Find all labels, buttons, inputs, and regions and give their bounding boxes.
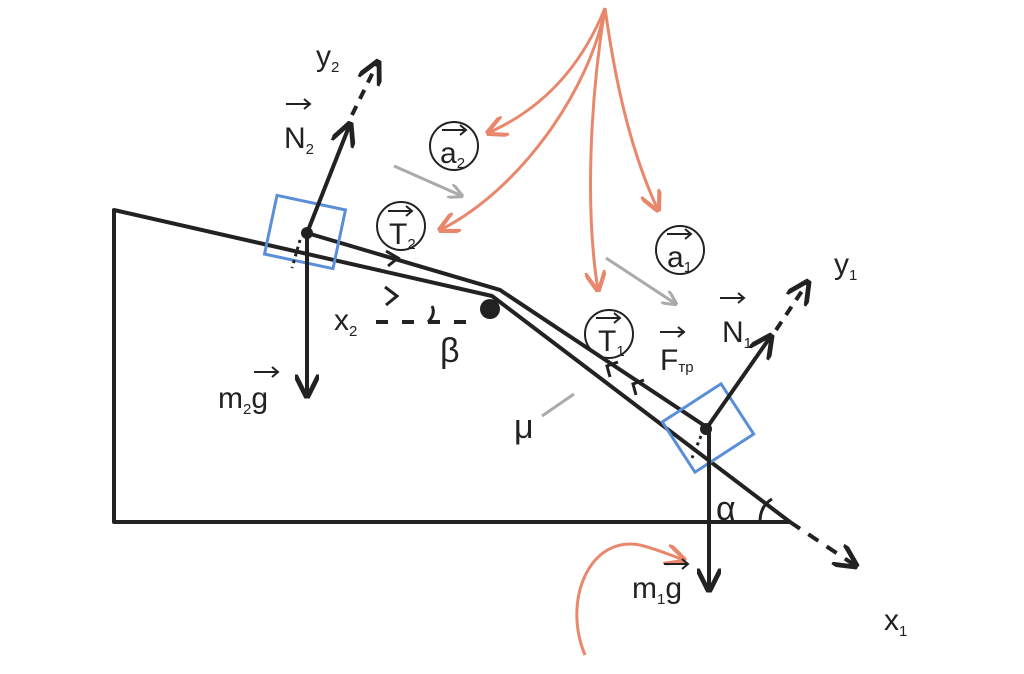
a1-label-circle	[655, 225, 705, 275]
incline	[112, 208, 792, 524]
alpha-angle-arc	[758, 497, 773, 523]
rope-direction-arrow-lower	[384, 285, 400, 307]
annotation-arrow-to-m1g	[575, 542, 684, 656]
t2-overbar	[388, 205, 414, 217]
a1-overbar	[667, 228, 693, 240]
axis-y2-dashed	[350, 62, 378, 116]
m2g-label: m2g	[218, 382, 268, 418]
acceleration-2-arrow	[393, 164, 462, 196]
block-1	[660, 381, 756, 475]
annotation-arrow-to-t1	[591, 7, 605, 290]
a1-label: a1	[667, 241, 692, 276]
m1g-overbar	[664, 558, 690, 570]
ftr-label: Fтр	[660, 344, 694, 377]
t1-overbar	[596, 312, 622, 324]
axis-x1-dashed	[788, 520, 856, 566]
normal-force-2-arrow	[305, 124, 350, 234]
a2-label-circle	[429, 121, 479, 171]
rope	[306, 231, 710, 430]
x2-label: x2	[334, 304, 357, 340]
annotation-arrows	[440, 7, 684, 656]
block-2	[262, 193, 348, 271]
acceleration-1-arrow	[605, 256, 676, 304]
annotation-arrow-to-a1	[603, 7, 658, 210]
y2-label: y2	[316, 40, 339, 76]
beta-angle-arc	[426, 305, 435, 324]
vector-overbars	[254, 98, 746, 570]
n1-overbar	[720, 292, 746, 304]
friction-direction-arrow-1	[605, 360, 619, 378]
m1g-label: m1g	[632, 572, 682, 608]
incline-outline	[112, 208, 792, 524]
axis-y1-dashed	[774, 282, 808, 332]
x1-label: x1	[884, 604, 907, 640]
normal-force-1-arrow	[704, 336, 771, 431]
rope-direction-arrow-upper	[385, 249, 401, 268]
t2-label: T2	[389, 218, 416, 253]
block-2-dotted-mark	[290, 239, 302, 269]
alpha-label: α	[716, 490, 736, 528]
n2-overbar	[286, 98, 312, 110]
mu-label: μ	[514, 408, 534, 446]
ftr-overbar	[660, 326, 686, 338]
t1-label-circle	[584, 309, 634, 359]
a2-overbar	[442, 124, 468, 136]
n1-label: N1	[722, 316, 752, 352]
annotation-arrow-to-a2	[488, 7, 607, 133]
a2-label: a2	[440, 137, 465, 172]
n2-label: N2	[284, 122, 314, 158]
beta-label: β	[440, 332, 460, 370]
t1-label: T1	[598, 325, 625, 360]
annotation-arrow-to-t2	[440, 7, 607, 230]
friction-direction-arrow-2	[631, 378, 645, 396]
m2g-overbar	[254, 366, 280, 378]
t2-label-circle	[376, 201, 426, 251]
pulley	[480, 299, 500, 319]
y1-label: y1	[834, 248, 857, 284]
mu-pointer-line	[541, 392, 575, 418]
